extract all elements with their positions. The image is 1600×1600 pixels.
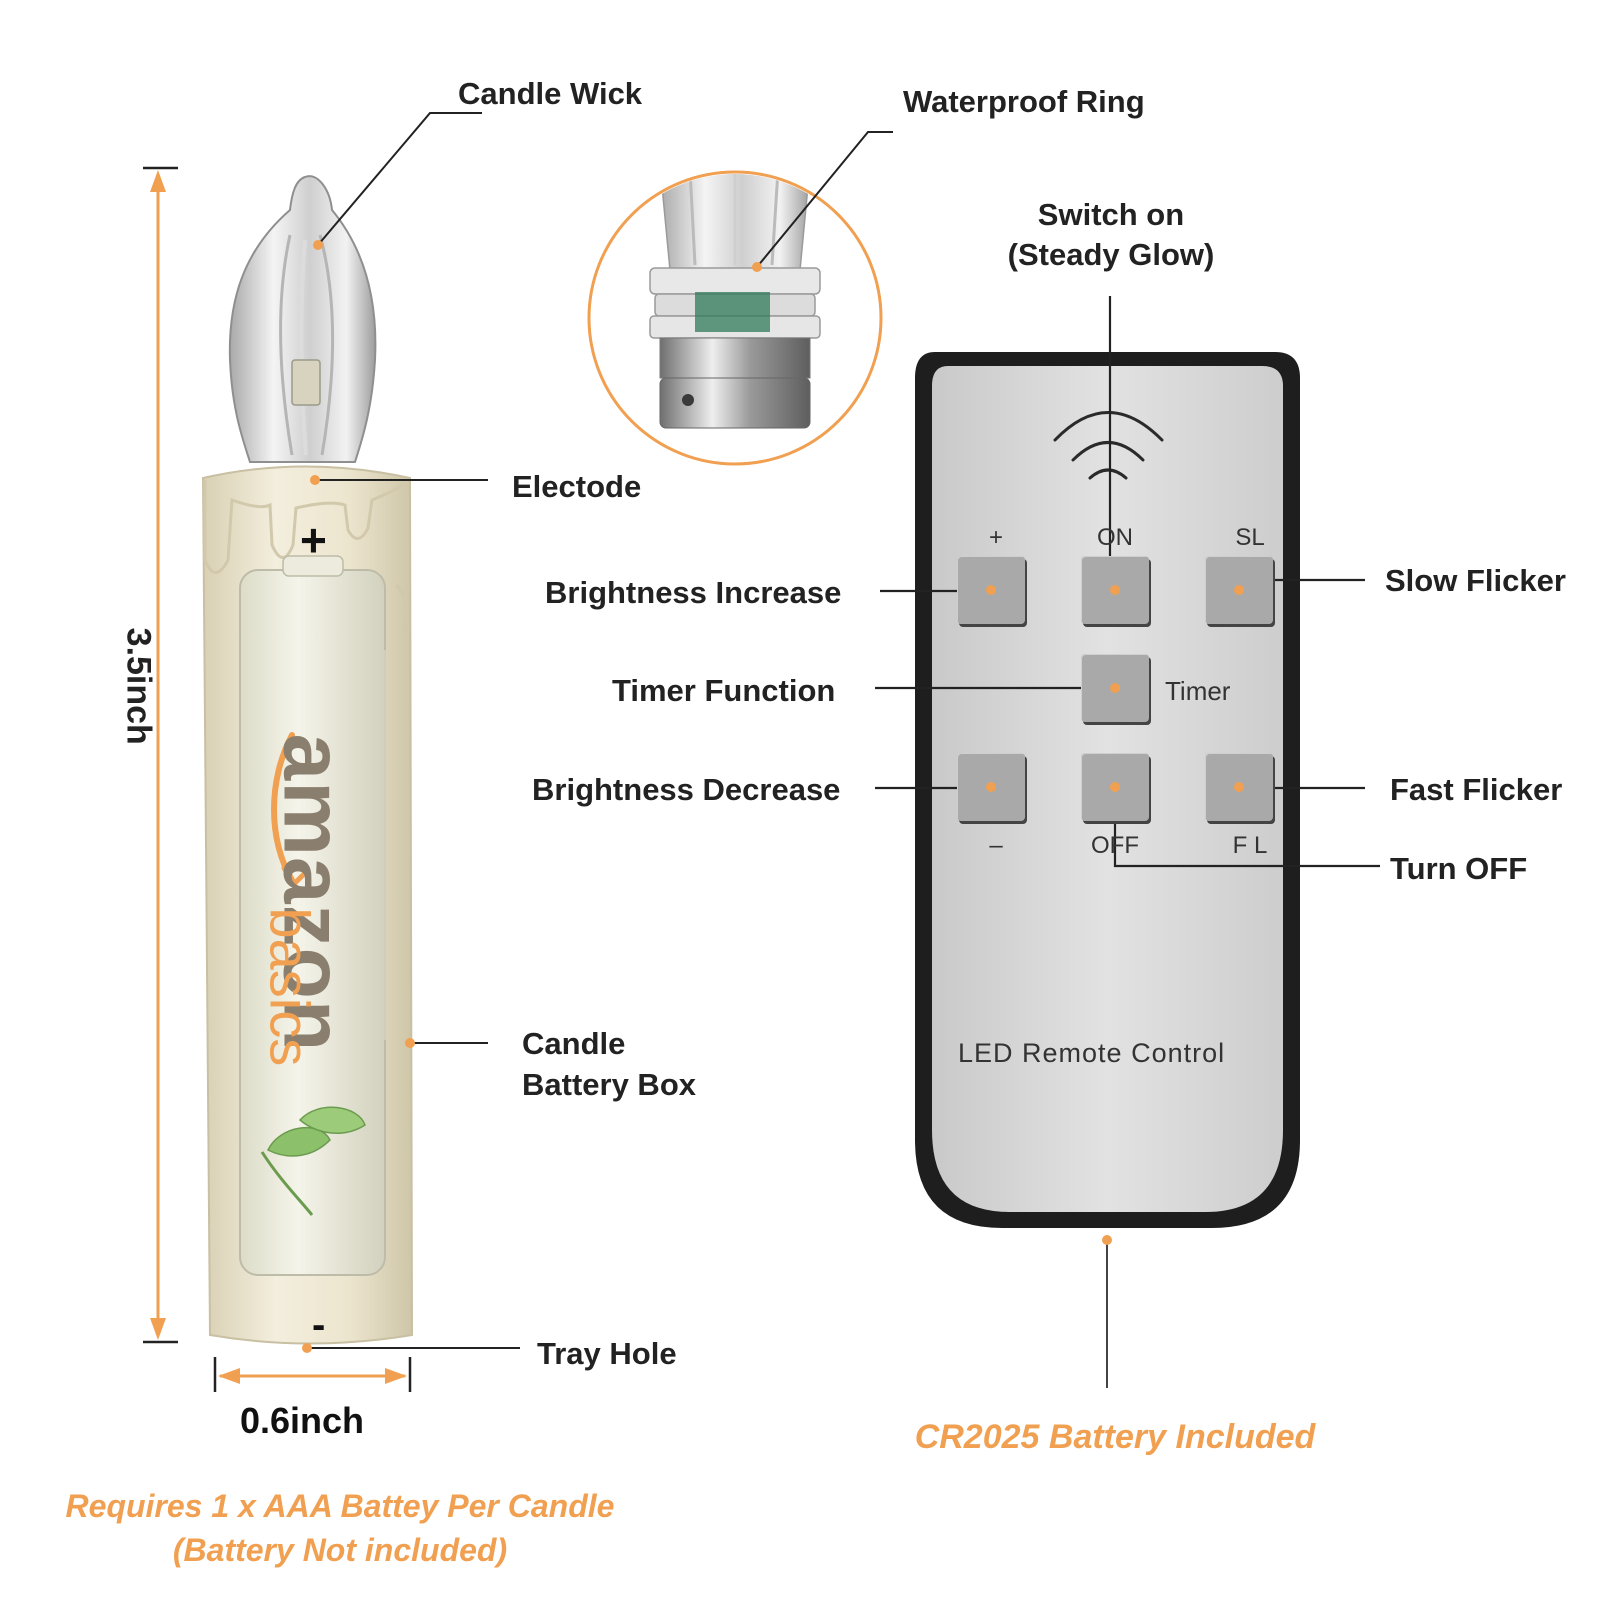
timer-function-label: Timer Function [612,673,836,708]
fl-button-caption: F L [1232,832,1268,859]
switch-on-label-line2: (Steady Glow) [1007,237,1215,272]
aaa-battery [239,555,386,1276]
height-dimension-label: 3.5inch [119,627,158,745]
remote-leader-lines [875,296,1380,1388]
turn-off-label: Turn OFF [1390,851,1528,886]
minus-button-caption: – [989,832,1003,859]
slow-flicker-label: Slow Flicker [1385,563,1566,598]
dimension-arrow-icon [143,166,178,1344]
electrode-label: Electode [512,469,642,504]
callout-dot [1110,782,1120,792]
callout-dot [1110,683,1120,693]
switch-on-label-line1: Switch on [1037,197,1185,232]
fast-flicker-label: Fast Flicker [1390,772,1563,807]
waterproof-ring-detail [587,131,893,466]
tray-hole-label: Tray Hole [537,1336,677,1371]
candle-leader-lines [307,112,520,1349]
remote-model-text: LED Remote Control [958,1038,1226,1068]
callout-dot [986,585,996,595]
on-button[interactable] [1081,556,1149,624]
candle-wick-label: Candle Wick [458,76,643,111]
brightness-increase-label: Brightness Increase [545,575,842,610]
fast-flicker-button[interactable] [1205,753,1273,821]
callout-dot [1234,585,1244,595]
candle-bulb [228,175,377,463]
callout-dot [986,782,996,792]
brightness-decrease-label: Brightness Decrease [532,772,841,807]
on-button-caption: ON [1097,524,1133,551]
battery-requirement-line2: (Battery Not included) [172,1532,508,1568]
wireless-signal-icon [1053,411,1164,480]
timer-button[interactable] [1081,654,1149,722]
battery-requirement-line1: Requires 1 x AAA Battey Per Candle [65,1488,615,1524]
cr2025-battery-note: CR2025 Battery Included [914,1418,1316,1456]
sl-button-caption: SL [1235,524,1265,551]
slow-flicker-button[interactable] [1205,556,1273,624]
waterproof-ring-label: Waterproof Ring [903,84,1145,119]
plus-button-caption: + [988,524,1003,551]
battery-brand-sub-text: basics [258,907,322,1067]
battery-box-label-line1: Candle [522,1026,626,1061]
callout-dot [1110,585,1120,595]
battery-box-label-line2: Battery Box [522,1067,696,1102]
off-button-caption: OFF [1091,832,1139,859]
callout-dot [1234,782,1244,792]
width-dimension-label: 0.6inch [240,1400,365,1441]
brightness-increase-button[interactable] [957,556,1025,624]
off-button[interactable] [1081,753,1149,821]
timer-button-caption: Timer [1165,676,1231,706]
minus-sign: - [312,1303,326,1347]
brightness-decrease-button[interactable] [957,753,1025,821]
plus-sign: + [300,514,327,566]
width-dimension [213,1357,412,1392]
battery-brand-text: amazon [265,734,362,1053]
